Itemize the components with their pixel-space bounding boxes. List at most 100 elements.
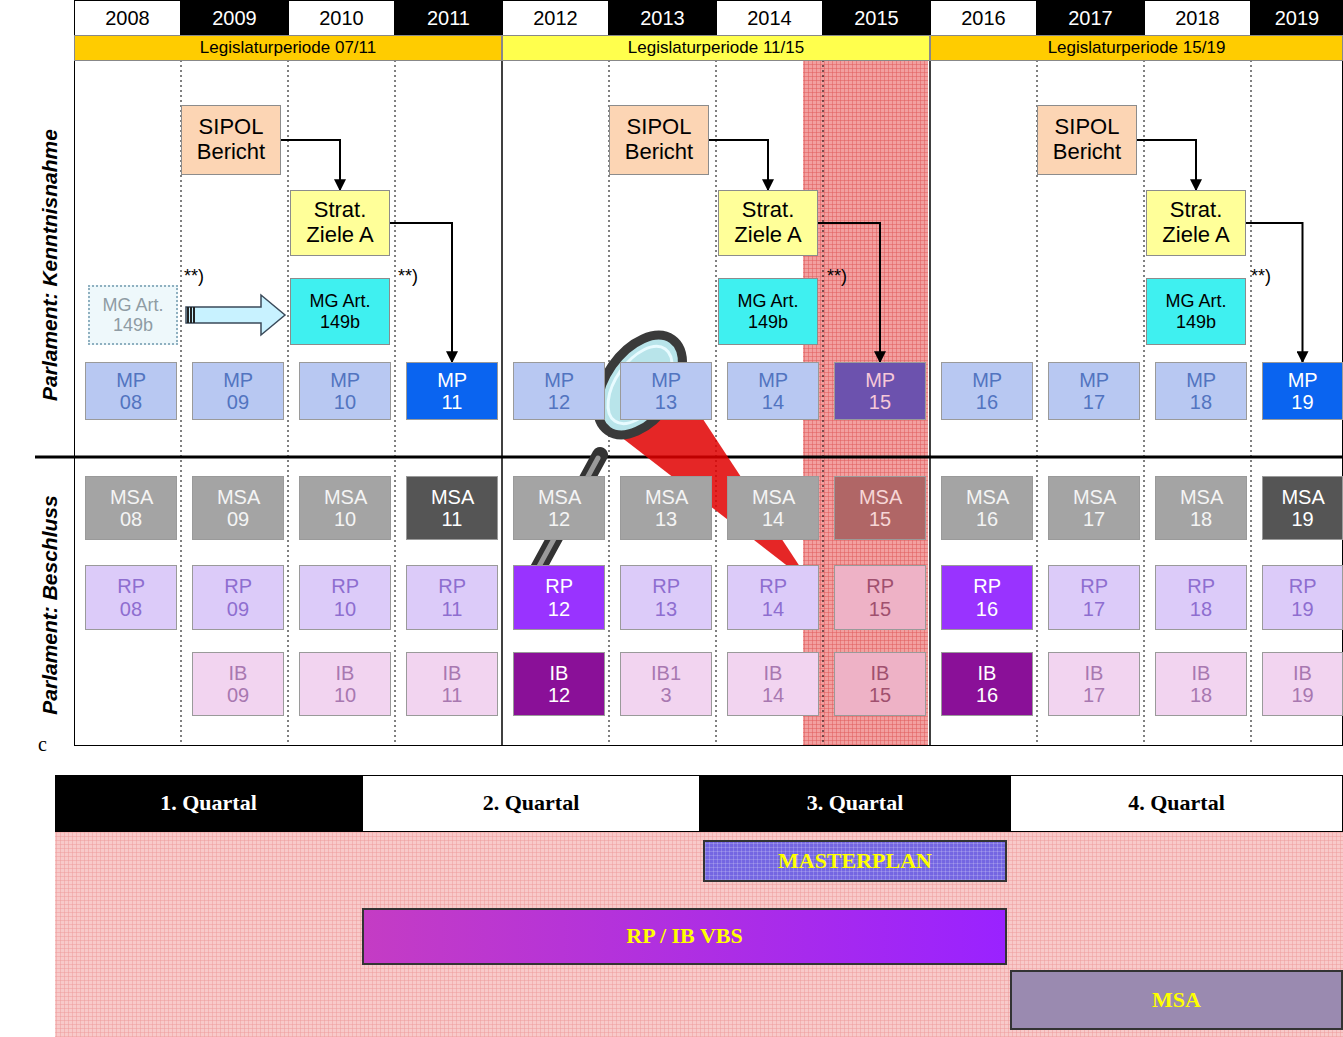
year-header: 2014: [716, 0, 823, 36]
year-header: 2016: [930, 0, 1037, 36]
timeline-bar: RP / IB VBS: [362, 908, 1007, 965]
report-box: SIPOL Bericht: [1037, 105, 1137, 175]
law-box: MG Art. 149b: [88, 285, 178, 345]
plan-box: MSA 13: [620, 476, 712, 540]
box-label: MP 11: [437, 369, 467, 414]
box-label: IB 10: [334, 662, 356, 707]
plan-box: IB 18: [1155, 652, 1247, 716]
plan-box: IB 10: [299, 652, 391, 716]
footnote-mark: **): [1251, 266, 1271, 287]
box-label: MP 13: [651, 369, 681, 414]
quarter-header: 1. Quartal: [55, 775, 362, 832]
box-label: RP / IB VBS: [626, 924, 742, 949]
plan-box: MP 17: [1048, 362, 1140, 420]
box-label: SIPOL Bericht: [1041, 115, 1133, 164]
box-label: MSA 19: [1281, 486, 1323, 531]
plan-box: RP 10: [299, 565, 391, 630]
law-box: MG Art. 149b: [718, 278, 818, 345]
law-box: MG Art. 149b: [290, 278, 390, 345]
box-label: MSA 10: [324, 486, 366, 531]
year-header: 2011: [395, 0, 502, 36]
box-label: IB 16: [976, 662, 998, 707]
box-label: 2010: [319, 7, 364, 29]
box-label: SIPOL Bericht: [185, 115, 277, 164]
box-label: RP 08: [117, 575, 144, 620]
plan-box: IB 19: [1262, 652, 1343, 716]
plan-box: RP 14: [727, 565, 819, 630]
footnote-mark: **): [827, 266, 847, 287]
plan-box: RP 19: [1262, 565, 1343, 630]
plan-box: MP 10: [299, 362, 391, 420]
box-label: IB 14: [762, 662, 784, 707]
flow-arrow: [818, 223, 880, 362]
box-label: RP 17: [1080, 575, 1107, 620]
box-label: MSA 14: [752, 486, 794, 531]
box-label: RP 18: [1187, 575, 1214, 620]
plan-box: MP 18: [1155, 362, 1247, 420]
highlight-column: [803, 60, 928, 745]
plan-box: RP 11: [406, 565, 498, 630]
year-header: 2015: [823, 0, 930, 36]
box-label: IB 12: [548, 662, 570, 707]
box-label: Strat. Ziele A: [722, 198, 814, 247]
quarter-header: 4. Quartal: [1010, 775, 1343, 832]
year-header: 2010: [288, 0, 395, 36]
legislature-band: Legislaturperiode 07/11: [74, 35, 502, 60]
box-label: MG Art. 149b: [727, 291, 809, 331]
quarter-header: 3. Quartal: [700, 775, 1010, 832]
plan-box: RP 09: [192, 565, 284, 630]
box-label: MG Art. 149b: [1155, 291, 1237, 331]
plan-box: MSA 09: [192, 476, 284, 540]
box-label: RP 19: [1289, 575, 1316, 620]
box-label: MSA 12: [538, 486, 580, 531]
table-frame: [75, 1, 1343, 746]
flow-arrow: [281, 140, 340, 190]
box-label: 2016: [961, 7, 1006, 29]
box-label: MSA 08: [110, 486, 152, 531]
plan-box: MP 14: [727, 362, 819, 420]
quarter-header: 2. Quartal: [362, 775, 700, 832]
box-label: RP 10: [331, 575, 358, 620]
box-label: MP 17: [1079, 369, 1109, 414]
legislature-band: Legislaturperiode 11/15: [502, 35, 930, 60]
box-label: MSA: [1152, 988, 1201, 1013]
box-label: RP 13: [652, 575, 679, 620]
plan-box: IB 11: [406, 652, 498, 716]
year-header: 2013: [609, 0, 716, 36]
box-label: MASTERPLAN: [778, 849, 932, 874]
flow-arrow: [709, 140, 768, 190]
box-label: Strat. Ziele A: [294, 198, 386, 247]
report-box: SIPOL Bericht: [181, 105, 281, 175]
law-box: MG Art. 149b: [1146, 278, 1246, 345]
box-label: 3. Quartal: [807, 791, 904, 816]
plan-box: RP 18: [1155, 565, 1247, 630]
box-label: 2015: [854, 7, 899, 29]
box-label: Legislaturperiode 15/19: [1048, 38, 1226, 57]
box-label: 1. Quartal: [160, 791, 257, 816]
plan-box: MSA 16: [941, 476, 1033, 540]
year-header: 2017: [1037, 0, 1144, 36]
plan-box: MSA 12: [513, 476, 605, 540]
plan-box: IB 16: [941, 652, 1033, 716]
plan-box: MSA 08: [85, 476, 177, 540]
plan-box: MSA 15: [834, 476, 926, 540]
legislature-band: Legislaturperiode 15/19: [930, 35, 1343, 60]
plan-box: MP 09: [192, 362, 284, 420]
plan-box: MSA 18: [1155, 476, 1247, 540]
timeline-bar: MSA: [1010, 970, 1343, 1030]
box-label: 2011: [427, 7, 470, 29]
box-label: IB1 3: [651, 662, 681, 707]
report-box: SIPOL Bericht: [609, 105, 709, 175]
box-label: MP 18: [1186, 369, 1216, 414]
goals-box: Strat. Ziele A: [290, 190, 390, 256]
plan-box: MP 13: [620, 362, 712, 420]
box-label: IB 11: [442, 662, 463, 707]
plan-box: IB 15: [834, 652, 926, 716]
footnote-mark: **): [398, 266, 418, 287]
plan-box: MSA 19: [1262, 476, 1343, 540]
box-label: MSA 11: [431, 486, 473, 531]
plan-box: MP 15: [834, 362, 926, 420]
box-label: IB 15: [869, 662, 891, 707]
footnote-mark: **): [184, 266, 204, 287]
plan-box: MP 19: [1262, 362, 1343, 420]
